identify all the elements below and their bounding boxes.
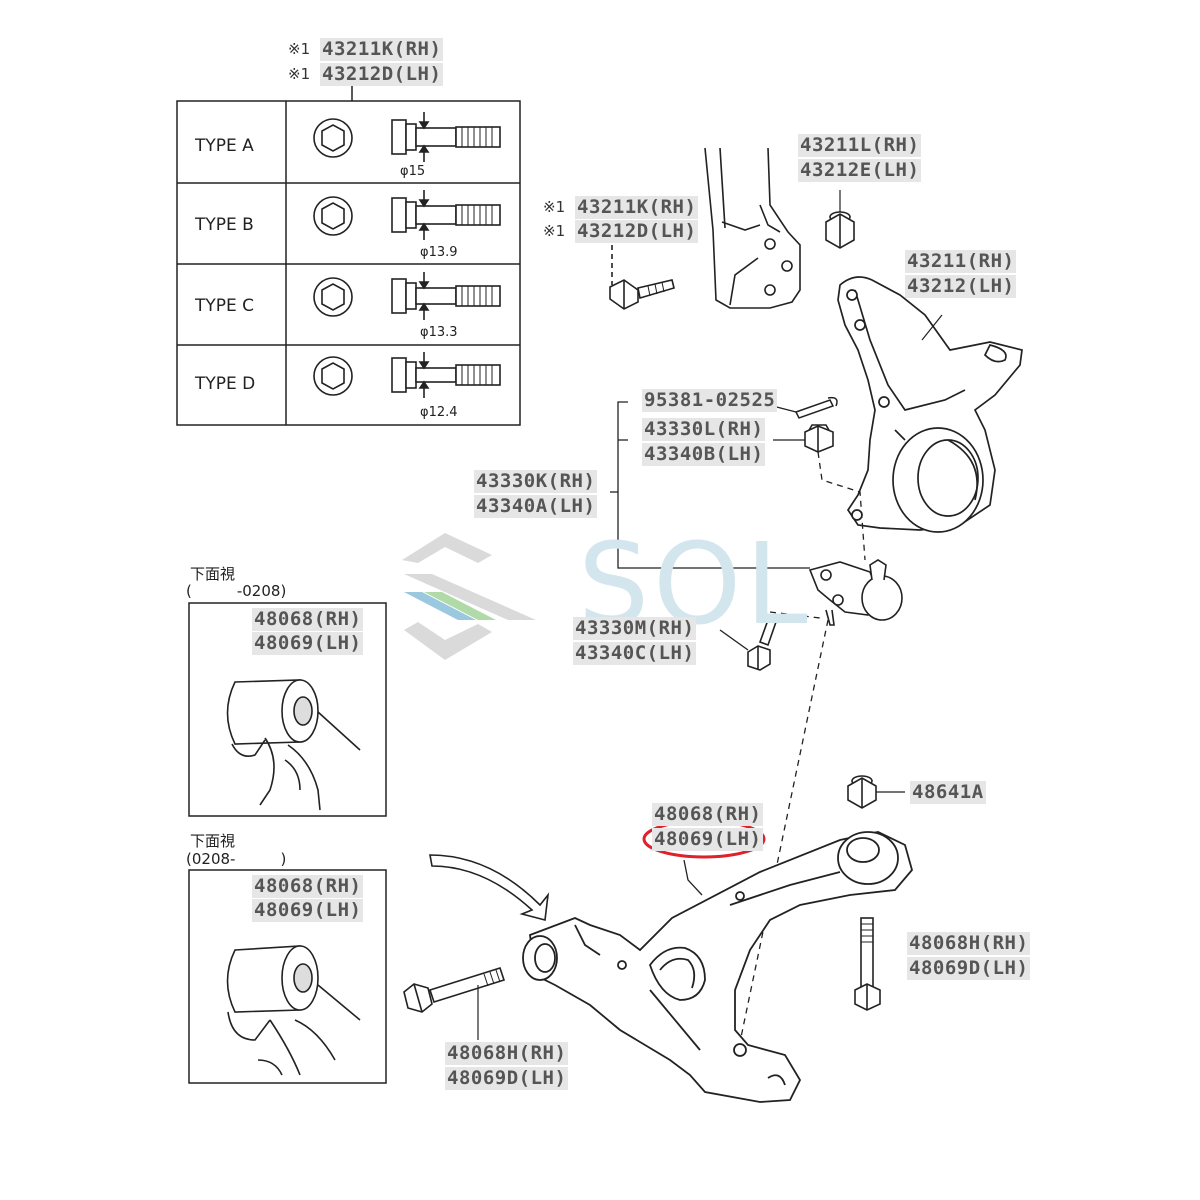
- label-cotter-pin: 95381-02525: [642, 389, 778, 412]
- type-row-label: TYPE C: [195, 296, 255, 316]
- balljoint-nut-drawing: [804, 424, 834, 453]
- label-bolt-mark-1: ※1: [543, 198, 566, 216]
- label-arm-bolt-right-rh: 48068H(RH): [907, 932, 1031, 955]
- assembly-dash-lines: [729, 451, 866, 1091]
- bushing-inset-frames: [188, 602, 387, 1084]
- cotter-pin-drawing: [794, 396, 838, 419]
- type-row-diameter: φ15: [400, 164, 426, 179]
- balljoint-bracket-lines: [610, 401, 810, 651]
- label-arm-lh: 48069(LH): [652, 828, 764, 851]
- inset2-view-label: 下面視: [190, 832, 236, 850]
- watermark-logo-icon: [402, 533, 536, 660]
- bolt-type-table: [176, 83, 521, 426]
- strut-bracket-drawing: [704, 147, 801, 309]
- type-row-label: TYPE A: [195, 136, 254, 156]
- label-balljoint-bolt-lh: 43340C(LH): [573, 642, 697, 665]
- type-a-bolt-drawing: [313, 112, 501, 162]
- label-nut-top-rh: 43211L(RH): [798, 134, 922, 157]
- inset1-bushing-drawing: [226, 679, 361, 811]
- inset1-view-label: 下面視: [190, 565, 236, 583]
- label-arm-bolt-right-lh: 48069D(LH): [907, 957, 1031, 980]
- table-header-side-rh: (RH): [393, 38, 442, 60]
- inset1-range-label: ( -0208): [186, 582, 287, 600]
- label-arm-rh: 48068(RH): [652, 803, 764, 826]
- label-nut-48641a: 48641A: [910, 781, 986, 804]
- type-row-diameter: φ12.4: [420, 405, 458, 420]
- label-arm-bolt-bottom-rh: 48068H(RH): [445, 1042, 569, 1065]
- label-balljoint-rh: 43330K(RH): [474, 470, 598, 493]
- type-b-bolt-drawing: [313, 190, 501, 240]
- inset2-label-lh: 48069(LH): [252, 899, 364, 922]
- arm-leader-line: [683, 859, 703, 896]
- lower-control-arm-drawing: [522, 831, 913, 1103]
- table-header-part-lh: 43212D(LH): [320, 63, 444, 86]
- label-balljoint-bolt-rh: 43330M(RH): [573, 617, 697, 640]
- type-c-bolt-drawing: [313, 272, 501, 320]
- label-arm-bolt-bottom-lh: 48069D(LH): [445, 1067, 569, 1090]
- table-header-side-lh: (LH): [393, 63, 442, 85]
- table-header-mark-2: ※1: [288, 65, 311, 83]
- type-row-label: TYPE D: [195, 374, 256, 394]
- label-bolt-mark-2: ※1: [543, 222, 566, 240]
- inset1-label-rh: 48068(RH): [252, 608, 364, 631]
- label-bolt-lh: 43212D(LH): [575, 220, 699, 243]
- ball-joint-drawing: [808, 559, 903, 626]
- strut-bolt-drawing: [609, 245, 675, 310]
- inset1-label-lh: 48069(LH): [252, 632, 364, 655]
- inset2-bushing-drawing: [226, 945, 361, 1076]
- label-knuckle-rh: 43211(RH): [905, 250, 1017, 273]
- label-balljoint-nut-lh: 43340B(LH): [642, 443, 766, 466]
- arm-bolt-vertical-drawing: [854, 917, 881, 1011]
- arm-bolt-horizontal-drawing: [403, 967, 506, 1040]
- type-row-diameter: φ13.9: [420, 245, 458, 260]
- label-knuckle-lh: 43212(LH): [905, 275, 1017, 298]
- inset2-range-label: (0208- ): [186, 850, 287, 868]
- table-header-number-rh: 43211K: [322, 38, 394, 60]
- type-d-bolt-drawing: [313, 352, 501, 398]
- steering-knuckle-drawing: [837, 276, 1023, 533]
- view-direction-arrow-icon: [429, 854, 550, 922]
- label-balljoint-lh: 43340A(LH): [474, 495, 598, 518]
- arm-nut-48641a-drawing: [847, 775, 905, 809]
- table-header-part-rh: 43211K(RH): [320, 38, 444, 61]
- type-row-label: TYPE B: [195, 215, 254, 235]
- label-bolt-rh: 43211K(RH): [575, 196, 699, 219]
- table-header-number-lh: 43212D: [322, 63, 394, 85]
- top-nut-drawing: [825, 190, 855, 249]
- type-row-diameter: φ13.3: [420, 325, 458, 340]
- label-nut-top-lh: 43212E(LH): [798, 159, 922, 182]
- label-balljoint-nut-rh: 43330L(RH): [642, 418, 766, 441]
- bolt-type-drawings: [313, 112, 501, 398]
- inset2-label-rh: 48068(RH): [252, 875, 364, 898]
- table-header-mark-1: ※1: [288, 40, 311, 58]
- balljoint-bolt-drawing: [747, 619, 778, 671]
